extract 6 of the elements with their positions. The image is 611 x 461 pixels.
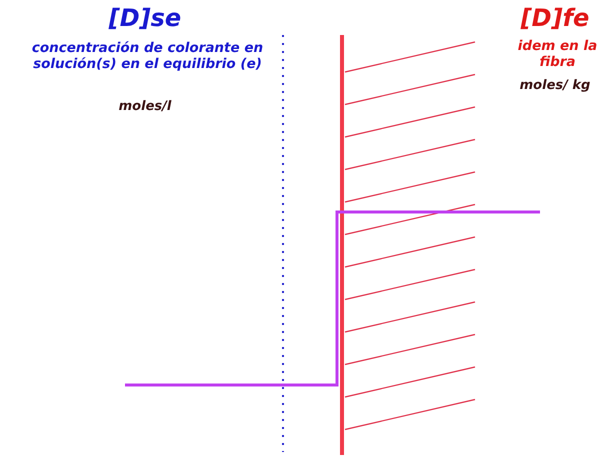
unit-label: moles/l [118,99,172,115]
symbol-label: [D]fe [520,4,590,33]
description-label: idem en la fibra [516,38,598,70]
unit-label: moles/ kg [518,78,592,94]
description-label: concentración de colorante en solución(s) en el equilibrio (e) [30,40,264,72]
symbol-label: [D]se [108,4,182,33]
